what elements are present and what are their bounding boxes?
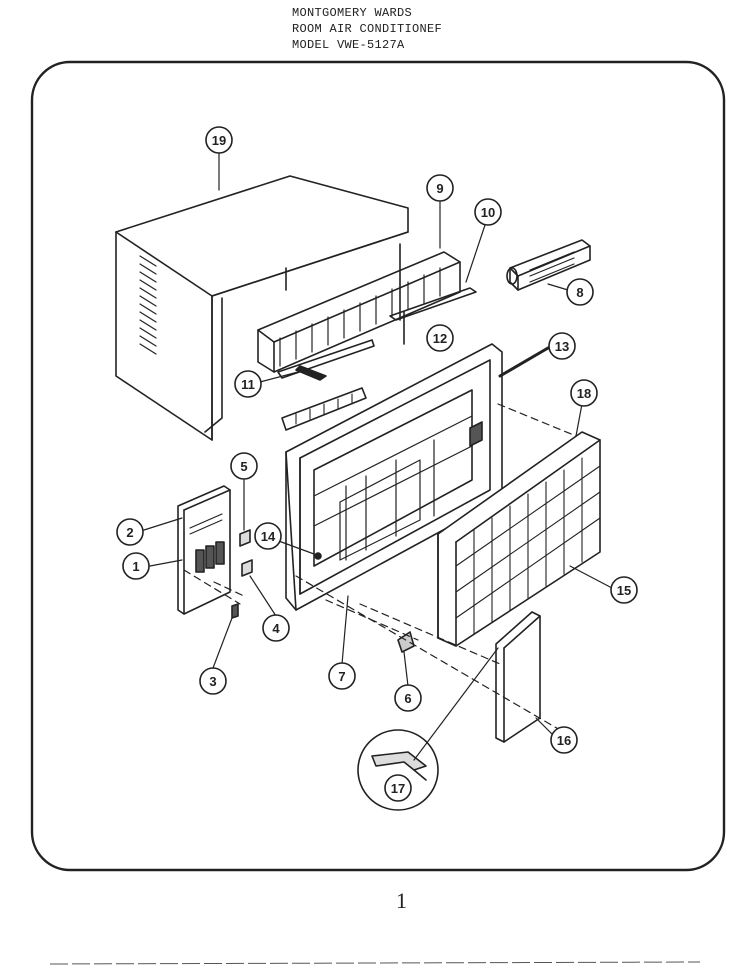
- header-model: MODEL VWE-5127A: [292, 38, 405, 52]
- bottom-rule: [49, 961, 701, 965]
- callout-17-label: 17: [391, 781, 405, 796]
- callout-15: 15: [610, 576, 638, 604]
- callout-19-label: 19: [212, 133, 226, 148]
- header-product: ROOM AIR CONDITIONEF: [292, 22, 443, 36]
- callout-12-label: 12: [433, 331, 447, 346]
- callout-13-label: 13: [555, 339, 569, 354]
- page-frame: [30, 60, 726, 872]
- callout-6-label: 6: [404, 691, 411, 706]
- callout-3: 3: [199, 667, 227, 695]
- callout-8-label: 8: [576, 285, 583, 300]
- callout-18: 18: [570, 379, 598, 407]
- callout-5-label: 5: [240, 459, 247, 474]
- callout-19: 19: [205, 126, 233, 154]
- leader-lines: [143, 151, 613, 761]
- callout-9-label: 9: [436, 181, 443, 196]
- callout-18-label: 18: [577, 386, 591, 401]
- page-number: 1: [396, 888, 407, 913]
- callout-4: 4: [262, 614, 290, 642]
- callout-16-label: 16: [557, 733, 571, 748]
- knob-part-4: [241, 559, 253, 577]
- callout-2: 2: [116, 518, 144, 546]
- knob-part-5: [239, 529, 251, 547]
- front-panel-part-7: [285, 343, 503, 611]
- side-panel-part-16: [495, 611, 541, 743]
- air-director-part-8: [506, 239, 591, 291]
- cabinet-part-19: [115, 175, 409, 441]
- callout-7: 7: [328, 662, 356, 690]
- callout-6: 6: [394, 684, 422, 712]
- callout-1-label: 1: [132, 559, 139, 574]
- callout-13: 13: [548, 332, 576, 360]
- callout-14-label: 14: [261, 529, 276, 544]
- screw-part-14: [314, 552, 322, 560]
- callout-17: 17: [384, 774, 412, 802]
- callout-11-label: 11: [241, 377, 255, 392]
- callout-11: 11: [234, 370, 262, 398]
- detail-circle-part-17: [357, 729, 439, 811]
- callout-8: 8: [566, 278, 594, 306]
- callout-1: 1: [122, 552, 150, 580]
- callout-5: 5: [230, 452, 258, 480]
- callout-10: 10: [474, 198, 502, 226]
- callout-7-label: 7: [338, 669, 345, 684]
- control-panel-part-1: [177, 485, 231, 615]
- callout-12: 12: [426, 324, 454, 352]
- louver-assembly-part-9: [257, 251, 477, 373]
- callout-15-label: 15: [617, 583, 631, 598]
- callout-4-label: 4: [272, 621, 280, 636]
- callout-2-label: 2: [126, 525, 133, 540]
- callout-10-label: 10: [481, 205, 495, 220]
- callout-14: 14: [254, 522, 282, 550]
- diagram-header: MONTGOMERY WARDS ROOM AIR CONDITIONEF MO…: [292, 5, 442, 53]
- grille-strip: [281, 387, 367, 431]
- callout-3-label: 3: [209, 674, 216, 689]
- clip-part-3: [231, 603, 239, 619]
- assembly-guide-lines: [183, 403, 577, 731]
- callout-9: 9: [426, 174, 454, 202]
- header-brand: MONTGOMERY WARDS: [292, 6, 413, 20]
- callout-16: 16: [550, 726, 578, 754]
